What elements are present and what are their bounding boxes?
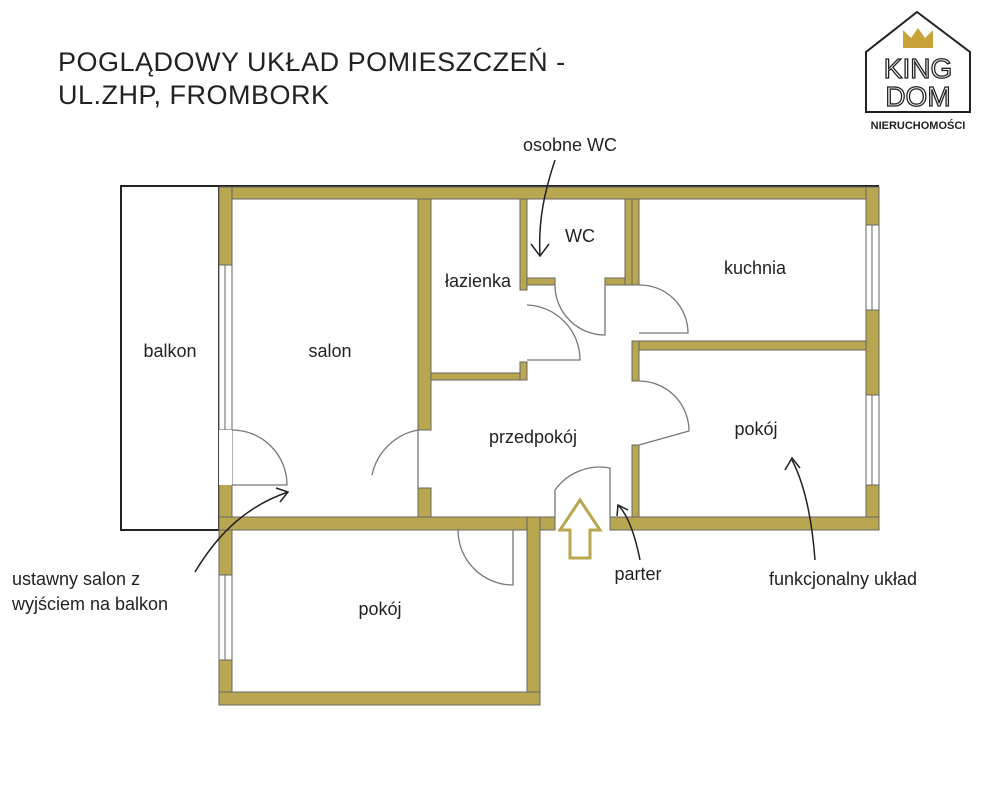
annotation-salon-2: wyjściem na balkon [11,594,168,614]
room-label-kuchnia: kuchnia [724,258,787,278]
entrance-arrow-icon [557,497,603,560]
annotation-layout: funkcjonalny układ [769,569,917,589]
arrow-icon [791,459,816,561]
room-label-lazienka: łazienka [445,271,512,291]
kingdom-logo: KING DOM NIERUCHOMOŚCI [865,10,971,132]
arrow-icon [194,491,289,573]
page-title: POGLĄDOWY UKŁAD POMIESZCZEŃ - UL.ZHP, FR… [58,46,566,112]
arrow-icon [538,159,556,256]
windows [218,224,880,661]
logo-text-dom: DOM [885,81,950,112]
annotation-salon-1: ustawny salon z [12,569,140,589]
door-swings [231,284,690,586]
room-label-przedpokoj: przedpokój [489,427,577,447]
annotation-arrows [194,159,816,573]
room-label-balkon: balkon [143,341,196,361]
title-line-1: POGLĄDOWY UKŁAD POMIESZCZEŃ - [58,47,566,77]
crown-icon [903,28,933,48]
arrow-icon [617,504,641,561]
room-label-pokoj-right: pokój [734,419,777,439]
logo-subtitle: NIERUCHOMOŚCI [871,119,966,132]
logo-text-king: KING [884,53,952,84]
room-label-wc: WC [565,226,595,246]
room-label-pokoj-bottom: pokój [358,599,401,619]
annotation-wc: osobne WC [523,135,617,155]
annotation-parter: parter [614,564,661,584]
title-line-2: UL.ZHP, FROMBORK [58,80,330,110]
room-label-salon: salon [308,341,351,361]
